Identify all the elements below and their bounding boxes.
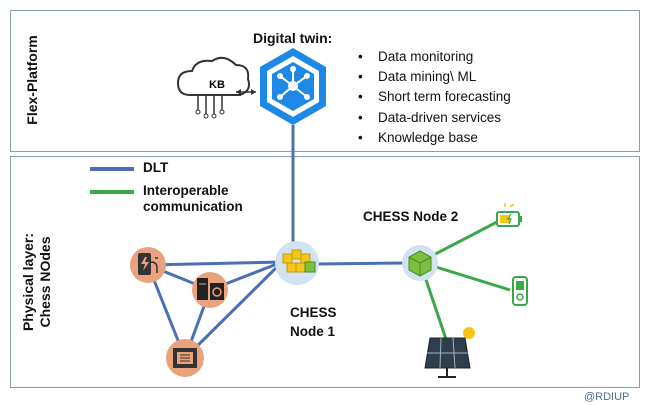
service-item-label: Data-driven services — [378, 109, 502, 125]
kb-cloud-icon: KB — [176, 56, 250, 119]
dlt-link-board-node1 — [183, 260, 284, 360]
service-item: Data mining\ ML — [358, 67, 511, 87]
service-item-label: Knowledge base — [378, 129, 478, 145]
chess-node2-icon — [402, 245, 438, 281]
service-item: Short term forecasting — [358, 87, 511, 107]
control-board-icon — [166, 339, 204, 377]
digital-twin-hexagon-icon — [260, 48, 326, 125]
physical-layer-panel — [10, 156, 640, 388]
service-item: Knowledge base — [358, 128, 511, 148]
bidirectional-arrow-icon — [236, 89, 256, 95]
service-item: Data-driven services — [358, 108, 511, 128]
ev-charger-icon — [130, 247, 166, 283]
energy-storage-icon — [192, 272, 228, 308]
legend-interoperable-label: Interoperable communication — [143, 183, 243, 214]
smart-meter-icon — [512, 276, 528, 306]
dlt-link-charger-node1 — [147, 260, 283, 267]
digital-twin-services-list: Data monitoring Data mining\ ML Short te… — [358, 47, 511, 148]
node1-label: CHESS Node 1 — [290, 305, 337, 339]
chess-node1-icon — [275, 241, 319, 285]
node2-label: CHESS Node 2 — [363, 209, 459, 224]
solar-panel-icon — [424, 327, 475, 378]
service-item-label: Data mining\ ML — [378, 69, 477, 85]
battery-icon — [496, 203, 522, 227]
service-item: Data monitoring — [358, 47, 511, 67]
digital-twin-title: Digital twin: — [253, 30, 333, 46]
watermark: @RDIUP — [584, 391, 630, 403]
kb-label: KB — [209, 79, 225, 91]
service-item-label: Short term forecasting — [378, 89, 511, 105]
legend-dlt-label: DLT — [143, 160, 169, 175]
dlt-link-node1-node2 — [317, 261, 406, 266]
service-item-label: Data monitoring — [378, 49, 474, 64]
